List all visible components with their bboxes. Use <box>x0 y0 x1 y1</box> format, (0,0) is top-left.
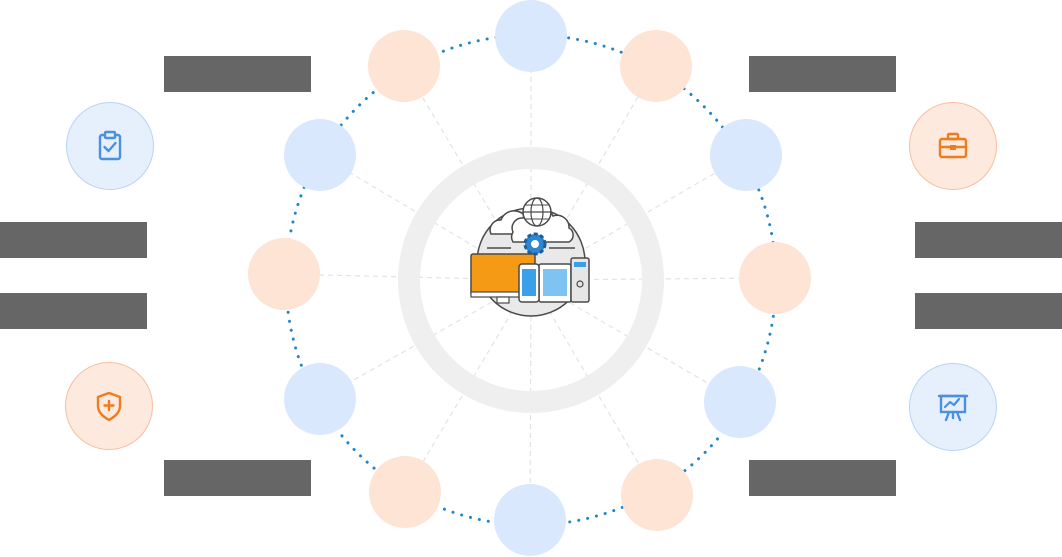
ring-node-bottom-right <box>621 459 693 531</box>
spoke-upper-right <box>530 154 747 281</box>
clipboard-check-icon <box>98 130 122 161</box>
ring-node-top <box>495 0 567 72</box>
feature-shield <box>65 362 153 450</box>
ring-node-lower-right <box>704 366 776 438</box>
label-bar-bottom-left <box>164 460 311 496</box>
ring-node-right <box>739 242 811 314</box>
label-bar-top-left <box>164 56 311 92</box>
ring-node-lower-left <box>284 363 356 435</box>
ring-node-top-right <box>620 30 692 102</box>
shield-plus-icon <box>96 391 122 422</box>
presentation-board-icon <box>937 394 969 422</box>
cloud-devices-icon <box>470 197 590 317</box>
label-bar-mid-left-upper <box>0 222 147 258</box>
ring-node-bottom <box>494 484 566 556</box>
feature-briefcase <box>909 102 997 190</box>
ring-node-upper-right <box>710 119 782 191</box>
briefcase-icon <box>938 132 968 159</box>
ring-nodes <box>248 0 811 556</box>
label-bar-mid-left-lower <box>0 293 147 329</box>
ring-node-bottom-left <box>369 456 441 528</box>
label-bar-top-right <box>749 56 896 92</box>
feature-presentation <box>909 363 997 451</box>
label-bar-mid-right-lower <box>915 293 1062 329</box>
label-bar-mid-right-upper <box>915 222 1062 258</box>
ring-node-top-left <box>368 30 440 102</box>
spoke-bottom-right <box>530 279 658 496</box>
spoke-top-left <box>403 65 532 281</box>
center-ring <box>398 147 664 413</box>
feature-clipboard <box>66 102 154 190</box>
ring-node-upper-left <box>284 119 356 191</box>
label-bar-bottom-right <box>749 460 896 496</box>
ring-node-left <box>248 238 320 310</box>
